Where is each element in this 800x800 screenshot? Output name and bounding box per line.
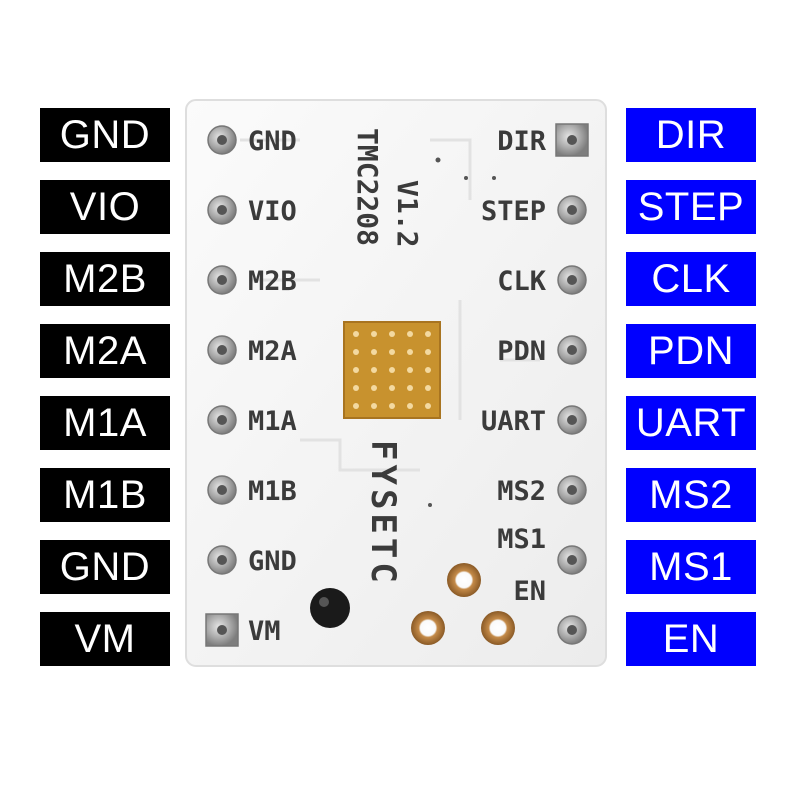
thermal-via [407, 403, 413, 409]
right-silkscreen: DIR STEP CLK PDN UART MS2 MS1 EN [481, 126, 547, 607]
thermal-via [425, 349, 431, 355]
thermal-via [389, 331, 395, 337]
right-pad-5-hole [567, 415, 577, 425]
right-pin-label-dir: DIR [626, 108, 756, 162]
silk-dir: DIR [497, 126, 547, 157]
right-pad-7-hole [567, 555, 577, 565]
right-pin-label-clk: CLK [626, 252, 756, 306]
thermal-via [425, 367, 431, 373]
right-pin-label-pdn: PDN [626, 324, 756, 378]
thermal-via [353, 367, 359, 373]
via-1 [447, 563, 481, 597]
thermal-via [425, 331, 431, 337]
left-pad-7-hole [217, 555, 227, 565]
right-pin-pads [555, 123, 589, 645]
left-pin-label-vio: VIO [40, 180, 170, 234]
left-pad-6-hole [217, 485, 227, 495]
thermal-via [425, 403, 431, 409]
left-pin-label-m1b: M1B [40, 468, 170, 522]
left-pad-5-hole [217, 415, 227, 425]
left-pin-label-gnd: GND [40, 108, 170, 162]
thermal-via [425, 385, 431, 391]
silk-ms1: MS1 [497, 524, 546, 555]
trimpot-highlight [319, 597, 329, 607]
silkscreen-dots [428, 157, 496, 507]
left-pin-label-vm: VM [40, 612, 170, 666]
thermal-via [389, 367, 395, 373]
thermal-via [353, 349, 359, 355]
board-traces [240, 138, 540, 472]
thermal-via [407, 385, 413, 391]
right-pad-1-hole [567, 135, 577, 145]
right-pin-label-step: STEP [626, 180, 756, 234]
thermal-via [353, 331, 359, 337]
left-pin-label-m2b: M2B [40, 252, 170, 306]
thermal-via [407, 349, 413, 355]
via-3 [481, 611, 515, 645]
right-pin-label-ms2: MS2 [626, 468, 756, 522]
thermal-via [389, 385, 395, 391]
silk-vm: VM [248, 616, 281, 647]
silk-m1a: M1A [248, 406, 297, 437]
thermal-via [407, 367, 413, 373]
thermal-pad [343, 321, 441, 419]
thermal-via [371, 349, 377, 355]
silk-gnd: GND [248, 126, 297, 157]
left-pad-4-hole [217, 345, 227, 355]
thermal-via [371, 403, 377, 409]
left-pad-8-hole [217, 625, 227, 635]
silk-uart: UART [481, 406, 546, 437]
thermal-via [353, 403, 359, 409]
right-pad-3-hole [567, 275, 577, 285]
silk-pdn: PDN [497, 336, 546, 367]
silk-m2a: M2A [248, 336, 297, 367]
left-pad-1-hole [217, 135, 227, 145]
left-pad-3-hole [217, 275, 227, 285]
left-pin-pads [205, 125, 239, 647]
thermal-via [371, 331, 377, 337]
right-pad-2-hole [567, 205, 577, 215]
silk-step: STEP [481, 196, 546, 227]
left-silkscreen: GND VIO M2B M2A M1A M1B GND VM [248, 126, 297, 647]
silk-m1b: M1B [248, 476, 297, 507]
via-2 [411, 611, 445, 645]
right-pad-4-hole [567, 345, 577, 355]
silk-m2b: M2B [248, 266, 297, 297]
thermal-via [353, 385, 359, 391]
left-pin-label-m2a: M2A [40, 324, 170, 378]
silk-vio: VIO [248, 196, 297, 227]
thermal-via [389, 403, 395, 409]
silk-ms2: MS2 [497, 476, 546, 507]
left-pin-label-m1a: M1A [40, 396, 170, 450]
silk-gnd-2: GND [248, 546, 297, 577]
thermal-via [389, 349, 395, 355]
thermal-via [371, 385, 377, 391]
right-pin-label-uart: UART [626, 396, 756, 450]
trimpot-component [310, 588, 350, 628]
board-version: V1.2 [391, 180, 424, 247]
silk-clk: CLK [497, 266, 547, 297]
right-pad-6-hole [567, 485, 577, 495]
thermal-via [407, 331, 413, 337]
left-pad-2-hole [217, 205, 227, 215]
chip-name: TMC2208 [351, 128, 384, 246]
brand-name: FYSETC [363, 440, 403, 587]
silk-en: EN [513, 576, 546, 607]
right-pin-label-ms1: MS1 [626, 540, 756, 594]
right-pin-label-en: EN [626, 612, 756, 666]
thermal-via [371, 367, 377, 373]
right-pad-8-hole [567, 625, 577, 635]
left-pin-label-gnd-2: GND [40, 540, 170, 594]
